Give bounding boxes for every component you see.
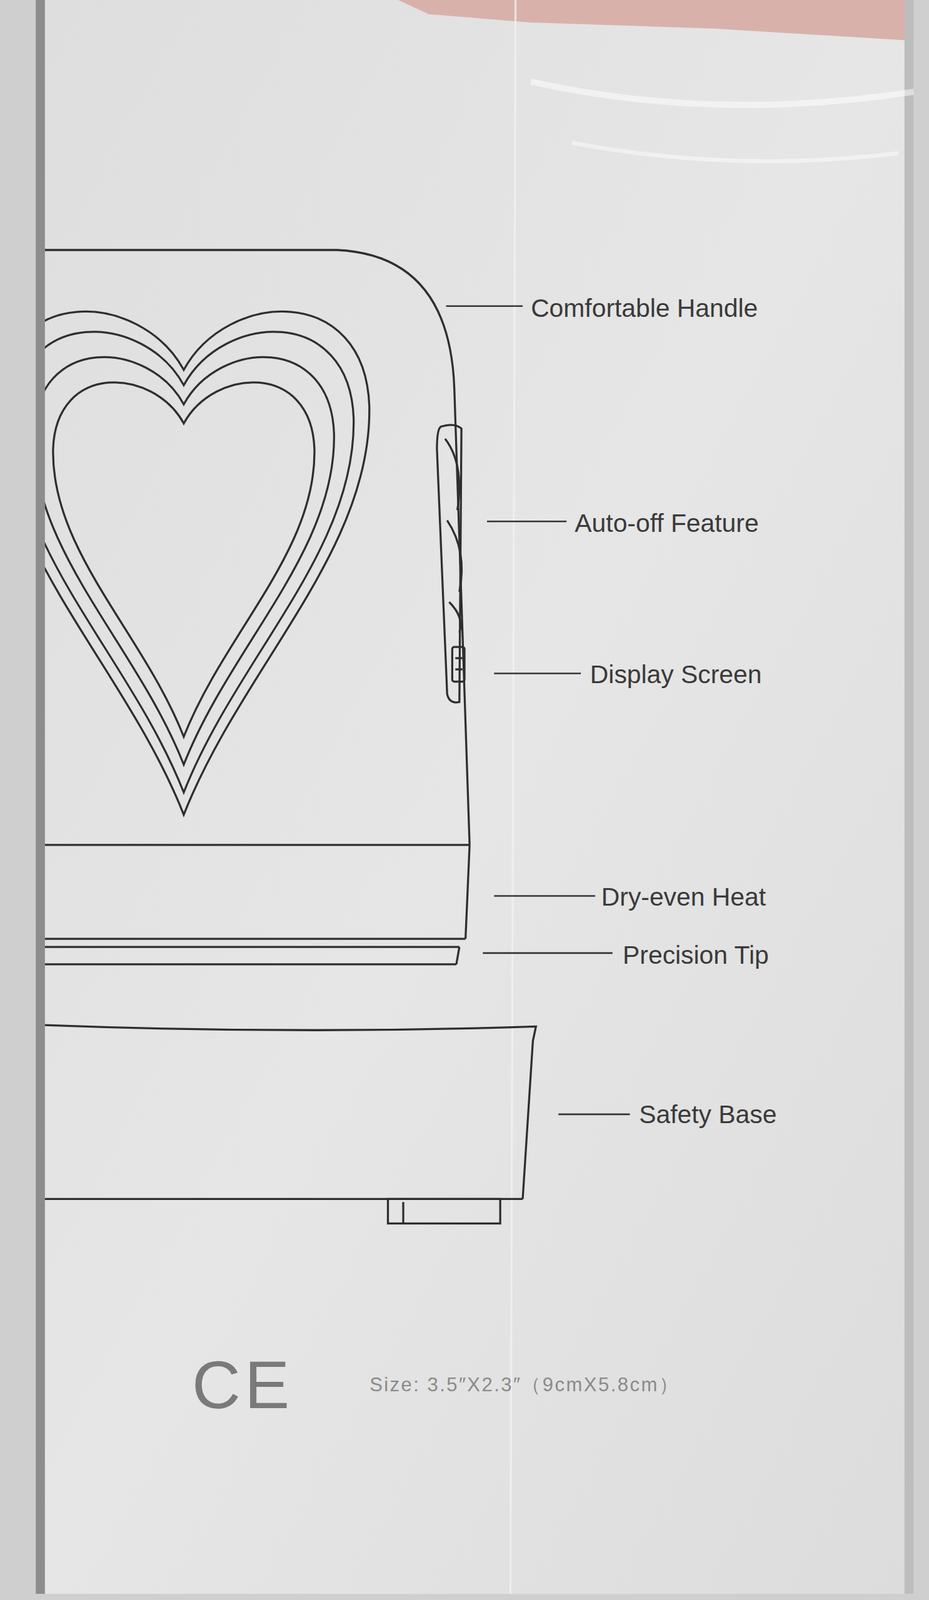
size-note: Size: 3.5″X2.3″（9cmX5.8cm）: [369, 1375, 680, 1395]
ce-mark: CE: [191, 1351, 294, 1420]
part-label: Auto-off Feature: [574, 510, 759, 537]
part-label: Display Screen: [590, 662, 763, 688]
part-label: Precision Tip: [622, 942, 769, 969]
part-label: Comfortable Handle: [530, 295, 758, 322]
leader-lines: [446, 306, 631, 1115]
part-label: Safety Base: [638, 1101, 777, 1128]
part-label: Dry-even Heat: [601, 884, 766, 911]
